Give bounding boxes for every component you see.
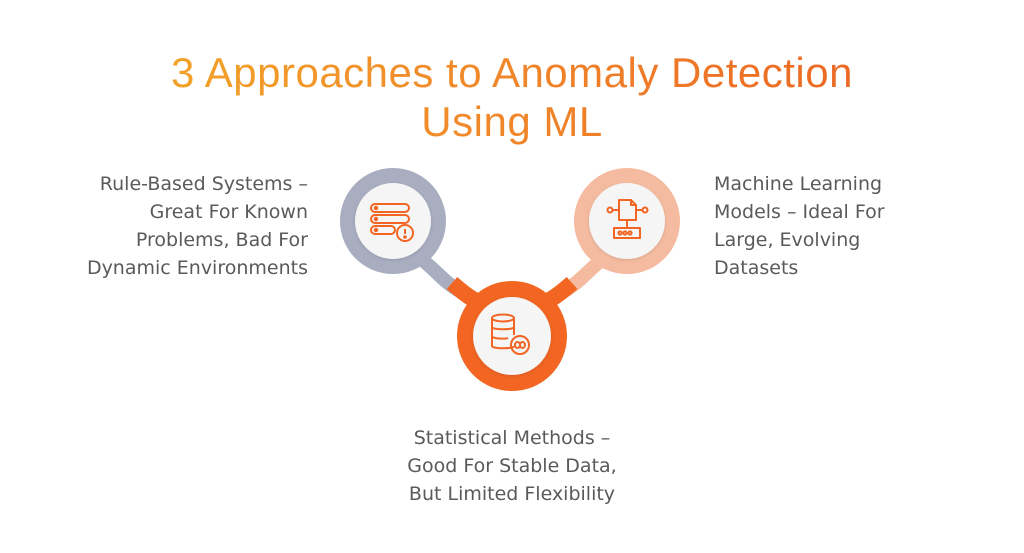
network-document-icon (606, 199, 649, 239)
database-infinity-icon (491, 313, 530, 355)
node-rule-based (340, 168, 446, 274)
label-ml-models: Machine Learning Models – Ideal For Larg… (714, 173, 885, 279)
node-ml-models (574, 168, 680, 274)
connector-right (542, 255, 606, 310)
node-statistical (457, 281, 567, 391)
connector-left (418, 255, 482, 310)
server-alert-icon (370, 203, 414, 242)
label-rule-based: Rule-Based Systems – Great For Known Pro… (86, 173, 308, 279)
label-statistical: Statistical Methods – Good For Stable Da… (407, 427, 617, 505)
